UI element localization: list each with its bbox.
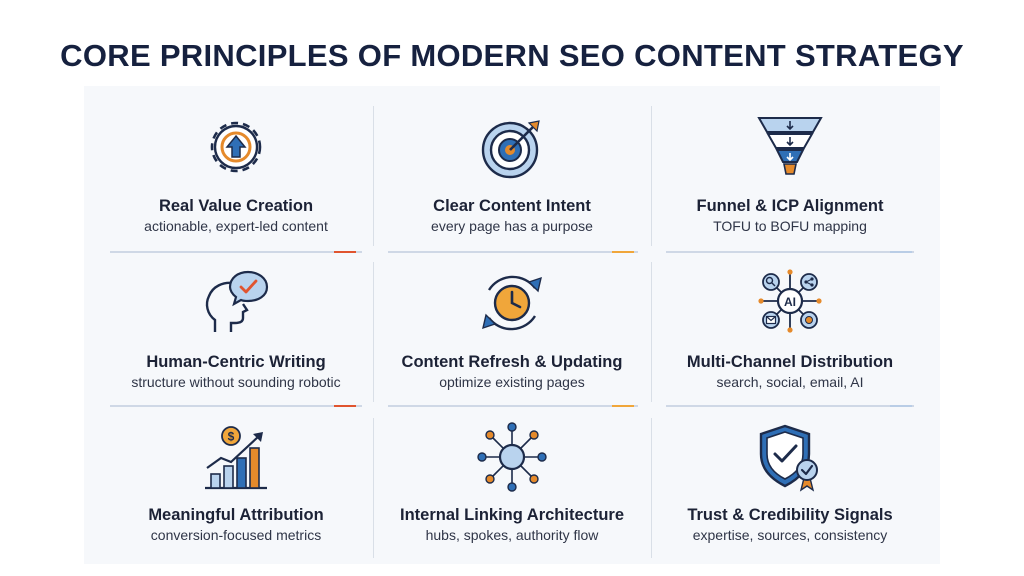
principle-label: Human-Centric Writing bbox=[146, 353, 326, 371]
principle-description: every page has a purpose bbox=[431, 218, 593, 234]
column-separator bbox=[373, 262, 374, 402]
shield-check-icon bbox=[759, 424, 818, 492]
divider-accent bbox=[612, 405, 634, 407]
column-separator bbox=[651, 418, 652, 558]
principle-card: Clear Content Intent every page has a pu… bbox=[374, 100, 650, 260]
row-divider bbox=[388, 405, 638, 407]
svg-text:$: $ bbox=[228, 430, 235, 444]
principle-label: Funnel & ICP Alignment bbox=[696, 197, 884, 215]
row-divider bbox=[110, 405, 362, 407]
divider-accent bbox=[890, 251, 912, 253]
column-separator bbox=[373, 106, 374, 246]
principle-label: Internal Linking Architecture bbox=[399, 506, 624, 524]
target-icon bbox=[481, 120, 540, 179]
principle-description: hubs, spokes, authority flow bbox=[425, 527, 599, 543]
funnel-icon bbox=[757, 117, 823, 175]
principle-card: $ Meaningful Attribution conversion-focu… bbox=[98, 412, 374, 572]
principle-description: TOFU to BOFU mapping bbox=[713, 218, 867, 234]
principle-label: Meaningful Attribution bbox=[148, 506, 324, 524]
ai-network-icon: AI bbox=[758, 269, 822, 333]
principle-card: Trust & Credibility Signals expertise, s… bbox=[652, 412, 928, 572]
principle-description: structure without sounding robotic bbox=[131, 374, 341, 390]
principle-card: AI Multi-Channel Distribution search, so… bbox=[652, 256, 928, 416]
principle-description: expertise, sources, consistency bbox=[692, 527, 888, 543]
principle-label: Real Value Creation bbox=[158, 197, 314, 215]
principle-card: Content Refresh & Updating optimize exis… bbox=[374, 256, 650, 416]
column-separator bbox=[651, 106, 652, 246]
row-divider bbox=[388, 251, 638, 253]
principle-label: Content Refresh & Updating bbox=[401, 353, 623, 371]
principle-label: Trust & Credibility Signals bbox=[687, 506, 893, 524]
principle-description: conversion-focused metrics bbox=[150, 527, 322, 543]
row-divider bbox=[666, 251, 914, 253]
row-divider bbox=[110, 251, 362, 253]
page-title: CORE PRINCIPLES OF MODERN SEO CONTENT ST… bbox=[60, 38, 964, 73]
divider-accent bbox=[334, 405, 356, 407]
divider-accent bbox=[612, 251, 634, 253]
row-divider bbox=[666, 405, 914, 407]
principle-description: search, social, email, AI bbox=[716, 374, 864, 390]
principle-card: Funnel & ICP Alignment TOFU to BOFU mapp… bbox=[652, 100, 928, 260]
column-separator bbox=[651, 262, 652, 402]
hub-spoke-icon bbox=[477, 422, 547, 492]
head-chat-icon bbox=[205, 270, 269, 332]
principle-card: Human-Centric Writing structure without … bbox=[98, 256, 374, 416]
growth-chart-icon: $ bbox=[205, 426, 267, 490]
divider-accent bbox=[890, 405, 912, 407]
svg-text:AI: AI bbox=[784, 295, 796, 309]
principle-description: actionable, expert-led content bbox=[144, 218, 328, 234]
principle-label: Clear Content Intent bbox=[433, 197, 591, 215]
column-separator bbox=[373, 418, 374, 558]
principle-description: optimize existing pages bbox=[439, 374, 585, 390]
principle-card: Internal Linking Architecture hubs, spok… bbox=[374, 412, 650, 572]
refresh-clock-icon bbox=[482, 275, 542, 331]
principle-label: Multi-Channel Distribution bbox=[686, 353, 894, 371]
principle-card: Real Value Creation actionable, expert-l… bbox=[98, 100, 374, 260]
gear-arrow-icon bbox=[210, 121, 262, 173]
divider-accent bbox=[334, 251, 356, 253]
